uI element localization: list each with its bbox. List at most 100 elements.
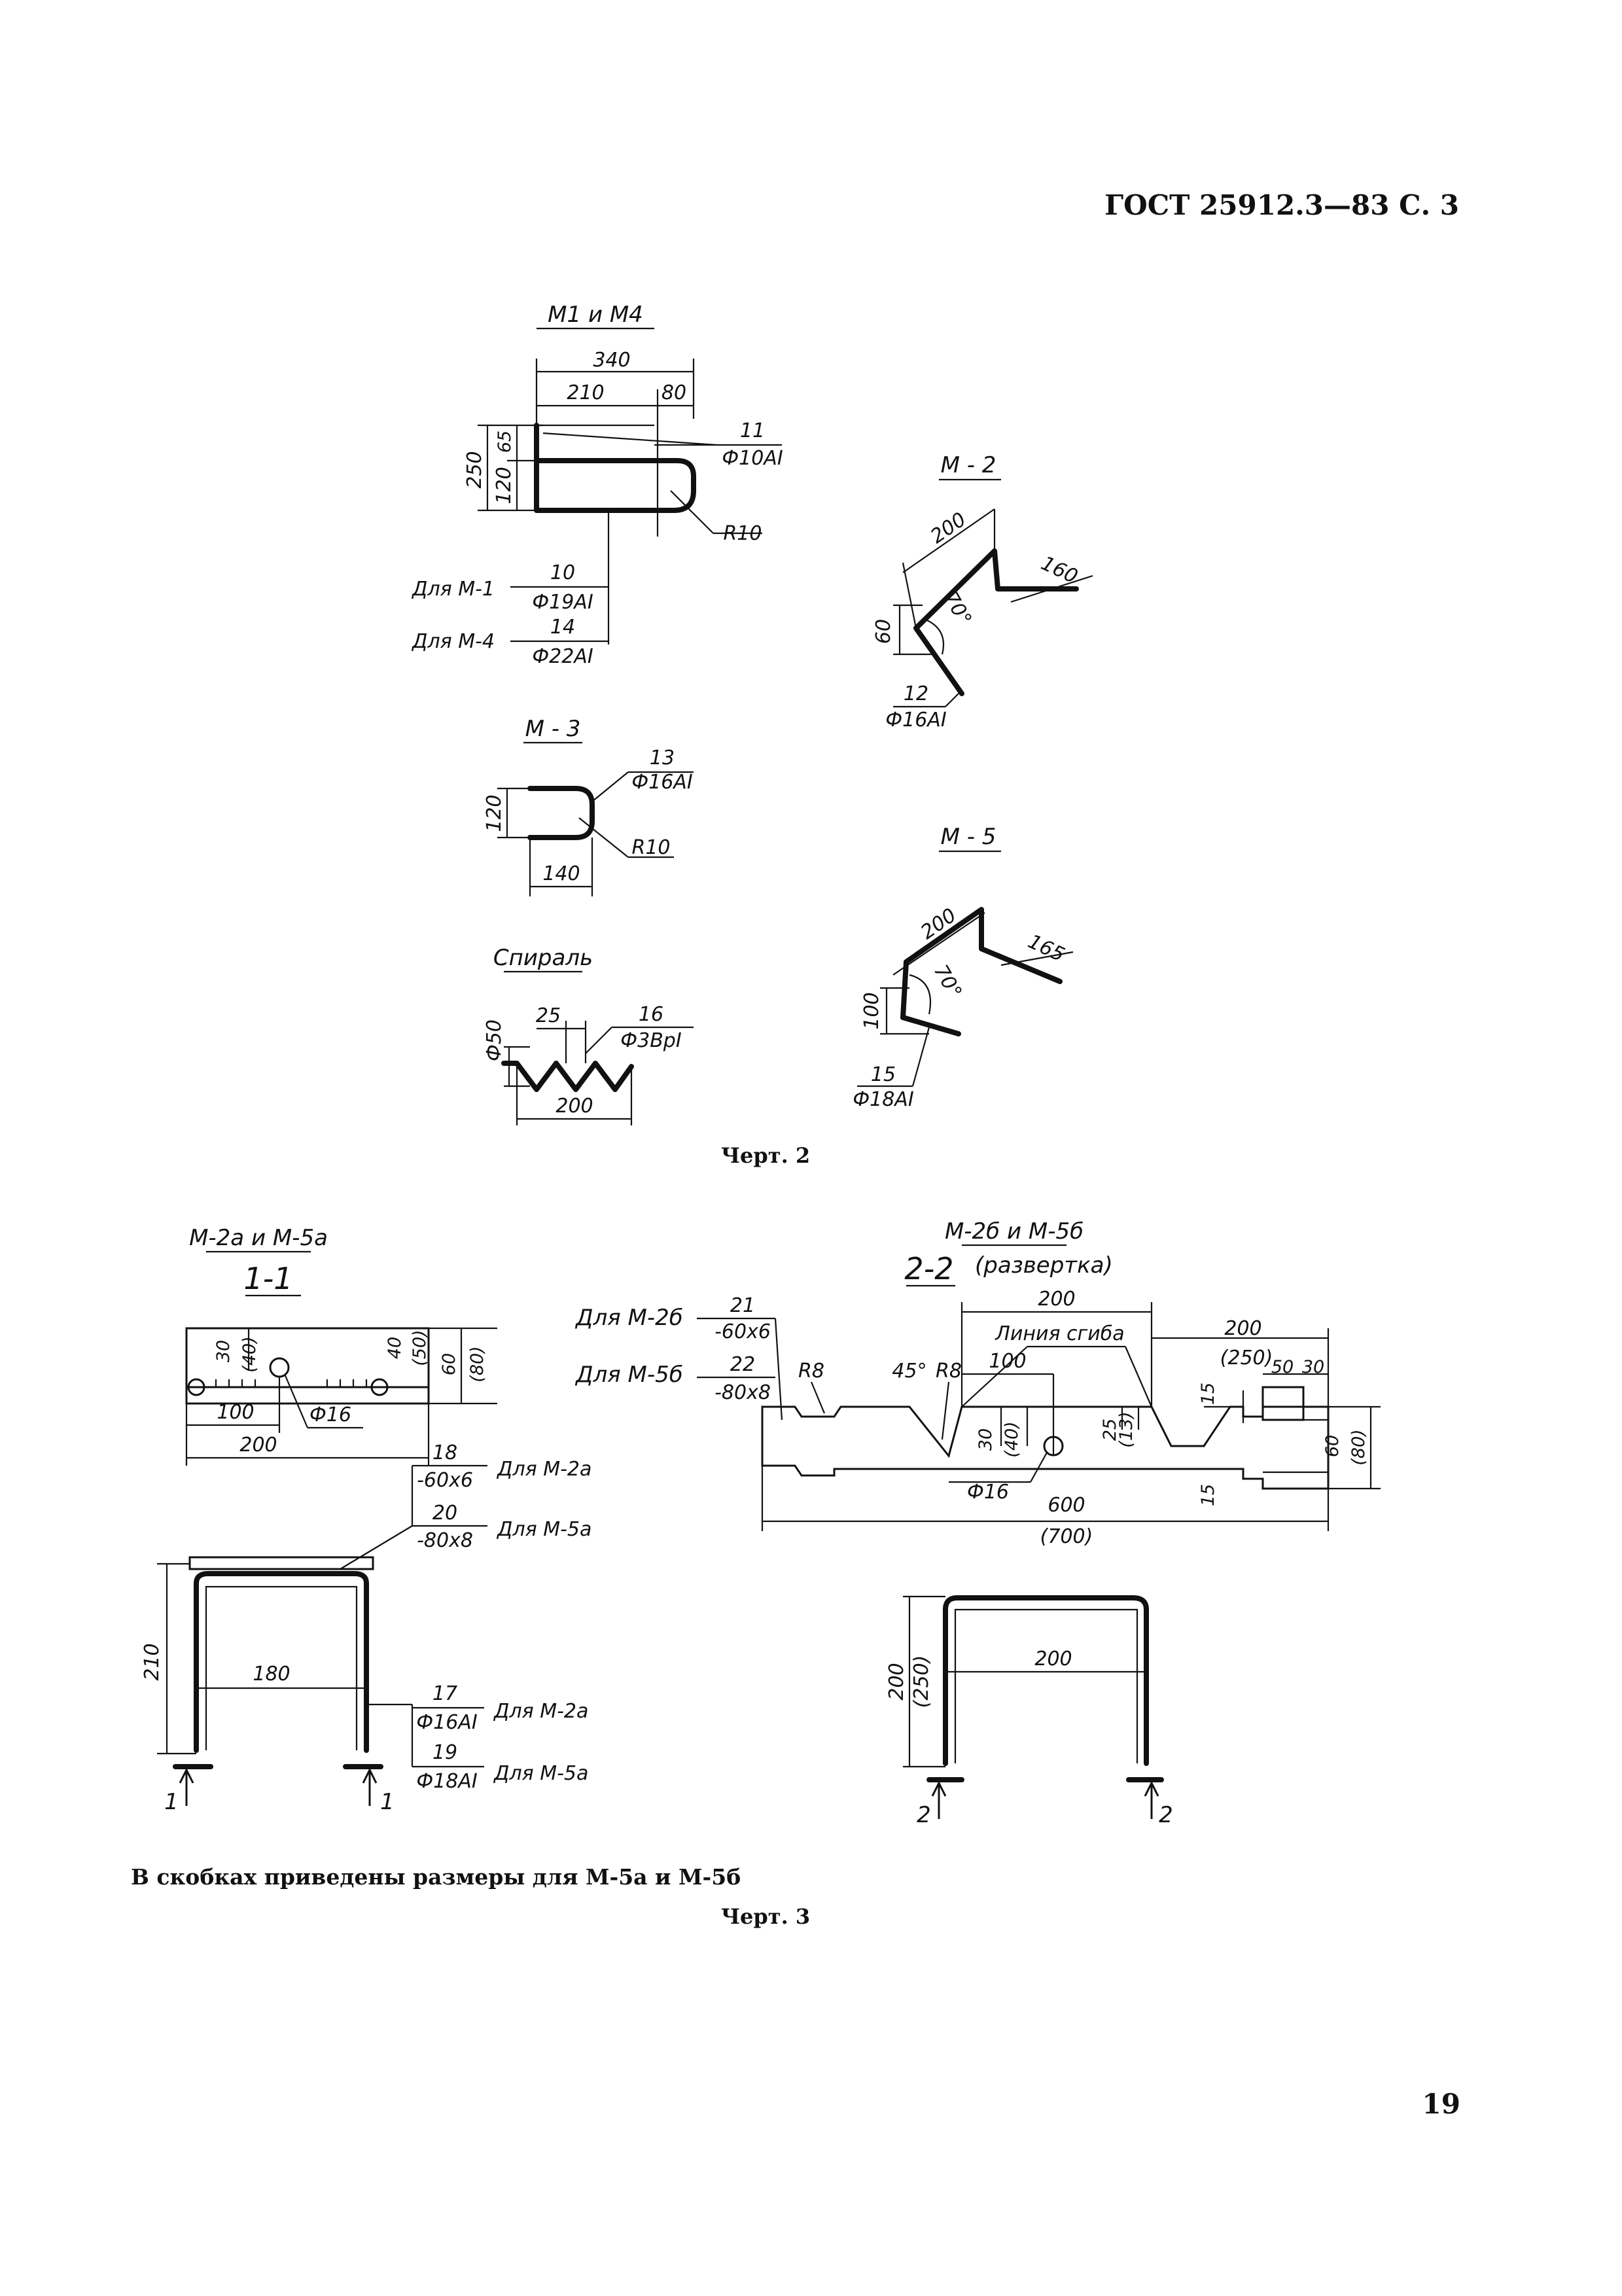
brackets-note: В скобках приведены размеры для М-5а и М… [131, 1864, 741, 1890]
m5-drawing: М - 5 200 165 100 70° 15 Ф18АI [853, 824, 1074, 1111]
svg-text:15: 15 [871, 1063, 896, 1086]
svg-text:(80): (80) [467, 1346, 487, 1382]
svg-text:30: 30 [976, 1428, 996, 1451]
svg-text:Ф18АI: Ф18АI [416, 1770, 478, 1793]
svg-text:Для М-5а: Для М-5а [493, 1762, 588, 1785]
m2-title: М - 2 [941, 452, 996, 478]
svg-text:2: 2 [917, 1802, 931, 1828]
m2a-m5a-title: М-2а и М-5а [189, 1225, 328, 1251]
svg-text:Для М-2а: Для М-2а [496, 1458, 591, 1481]
m2a-m5a-drawing: М-2а и М-5а 1-1 30 (40) 40 (50) 60 (80) … [141, 1225, 591, 1815]
svg-text:1: 1 [380, 1789, 395, 1815]
svg-text:100: 100 [860, 992, 883, 1029]
svg-text:(развертка): (развертка) [975, 1252, 1113, 1279]
svg-text:Для М-2а: Для М-2а [493, 1700, 588, 1723]
svg-text:20: 20 [432, 1502, 457, 1525]
svg-text:(80): (80) [1349, 1429, 1369, 1465]
svg-text:40: 40 [385, 1337, 405, 1359]
svg-text:10: 10 [550, 561, 575, 584]
svg-text:60: 60 [872, 619, 895, 644]
svg-text:12: 12 [904, 682, 928, 705]
m2b-m5b-drawing: М-2б и М-5б 2-2 (развертка) Для М-2б 21 … [574, 1218, 1381, 1828]
svg-text:200: 200 [1224, 1317, 1261, 1340]
section-2-2-label: 2-2 [904, 1251, 953, 1286]
svg-text:200: 200 [1038, 1288, 1075, 1311]
svg-text:11: 11 [740, 419, 765, 442]
svg-text:120: 120 [493, 467, 516, 504]
chert3-caption: Черт. 3 [721, 1904, 810, 1929]
svg-text:Для М-4: Для М-4 [411, 630, 495, 653]
svg-text:340: 340 [593, 349, 630, 372]
svg-text:1: 1 [164, 1789, 179, 1815]
svg-text:65: 65 [495, 431, 515, 453]
document-header: ГОСТ 25912.3—83 С. 3 [1104, 189, 1459, 221]
svg-text:Ф10АI: Ф10АI [722, 447, 783, 470]
spiral-title: Спираль [493, 945, 593, 971]
m1-m4-title: М1 и М4 [548, 302, 643, 328]
svg-text:140: 140 [542, 862, 580, 885]
svg-text:(250): (250) [1220, 1347, 1273, 1369]
svg-text:200: 200 [239, 1434, 277, 1457]
svg-text:15: 15 [1198, 1383, 1218, 1405]
svg-text:250: 250 [463, 451, 486, 488]
svg-text:100: 100 [217, 1401, 254, 1424]
svg-text:R10: R10 [723, 522, 762, 545]
svg-text:70°: 70° [939, 588, 976, 629]
svg-text:17: 17 [432, 1682, 457, 1705]
svg-text:Ф16: Ф16 [309, 1404, 351, 1426]
m2b-m5b-title: М-2б и М-5б [945, 1218, 1084, 1245]
svg-text:R8: R8 [798, 1360, 824, 1383]
svg-text:Линия сгиба: Линия сгиба [995, 1322, 1124, 1345]
svg-text:210: 210 [567, 381, 604, 404]
svg-text:(40): (40) [239, 1336, 260, 1372]
svg-text:Ф19АI: Ф19АI [532, 591, 593, 614]
svg-text:Для М-5б: Для М-5б [574, 1362, 683, 1388]
svg-text:60: 60 [439, 1353, 459, 1375]
svg-text:100: 100 [989, 1350, 1026, 1373]
svg-text:(13): (13) [1116, 1411, 1137, 1447]
svg-text:Ф16АI: Ф16АI [631, 771, 693, 794]
svg-text:15: 15 [1198, 1484, 1218, 1506]
svg-text:19: 19 [432, 1741, 457, 1764]
svg-text:Ф16: Ф16 [967, 1481, 1009, 1504]
m5-title: М - 5 [941, 824, 996, 850]
svg-text:Ф22АI: Ф22АI [532, 645, 593, 668]
svg-text:180: 180 [253, 1663, 290, 1686]
svg-text:60: 60 [1322, 1435, 1343, 1457]
svg-text:Ф3ВрI: Ф3ВрI [620, 1029, 682, 1052]
plate-studs [215, 1379, 368, 1387]
svg-text:25: 25 [1100, 1419, 1120, 1441]
svg-text:200: 200 [926, 508, 970, 548]
page-number: 19 [1422, 2088, 1460, 2120]
svg-text:50: 50 [1271, 1357, 1294, 1377]
m3-title: М - 3 [525, 716, 581, 742]
svg-text:-60х6: -60х6 [417, 1469, 473, 1492]
svg-text:2: 2 [1159, 1802, 1173, 1828]
svg-text:Ф18АI: Ф18АI [853, 1088, 914, 1111]
m2-drawing: М - 2 200 160 60 70° 12 Ф16АI [872, 452, 1093, 732]
svg-text:30: 30 [1302, 1357, 1324, 1377]
svg-text:45°: 45° [892, 1360, 926, 1383]
svg-text:30: 30 [213, 1340, 234, 1362]
svg-text:600: 600 [1048, 1494, 1085, 1517]
svg-text:-80х8: -80х8 [417, 1529, 473, 1552]
svg-text:70°: 70° [929, 961, 966, 1002]
svg-text:22: 22 [730, 1353, 755, 1376]
svg-text:165: 165 [1025, 930, 1068, 966]
svg-text:21: 21 [730, 1294, 755, 1317]
svg-text:R10: R10 [631, 836, 670, 859]
svg-text:-60х6: -60х6 [714, 1320, 771, 1343]
svg-text:Для М-5а: Для М-5а [496, 1518, 591, 1541]
svg-text:200: 200 [885, 1663, 908, 1700]
svg-text:120: 120 [483, 794, 506, 832]
svg-text:(40): (40) [1002, 1421, 1022, 1457]
svg-text:R8: R8 [936, 1360, 962, 1383]
svg-text:Для М-1: Для М-1 [411, 578, 495, 601]
svg-text:210: 210 [141, 1643, 164, 1680]
svg-text:Ф16АI: Ф16АI [885, 709, 947, 732]
svg-text:(700): (700) [1040, 1525, 1093, 1548]
svg-text:160: 160 [1038, 552, 1082, 588]
svg-text:18: 18 [432, 1441, 457, 1464]
